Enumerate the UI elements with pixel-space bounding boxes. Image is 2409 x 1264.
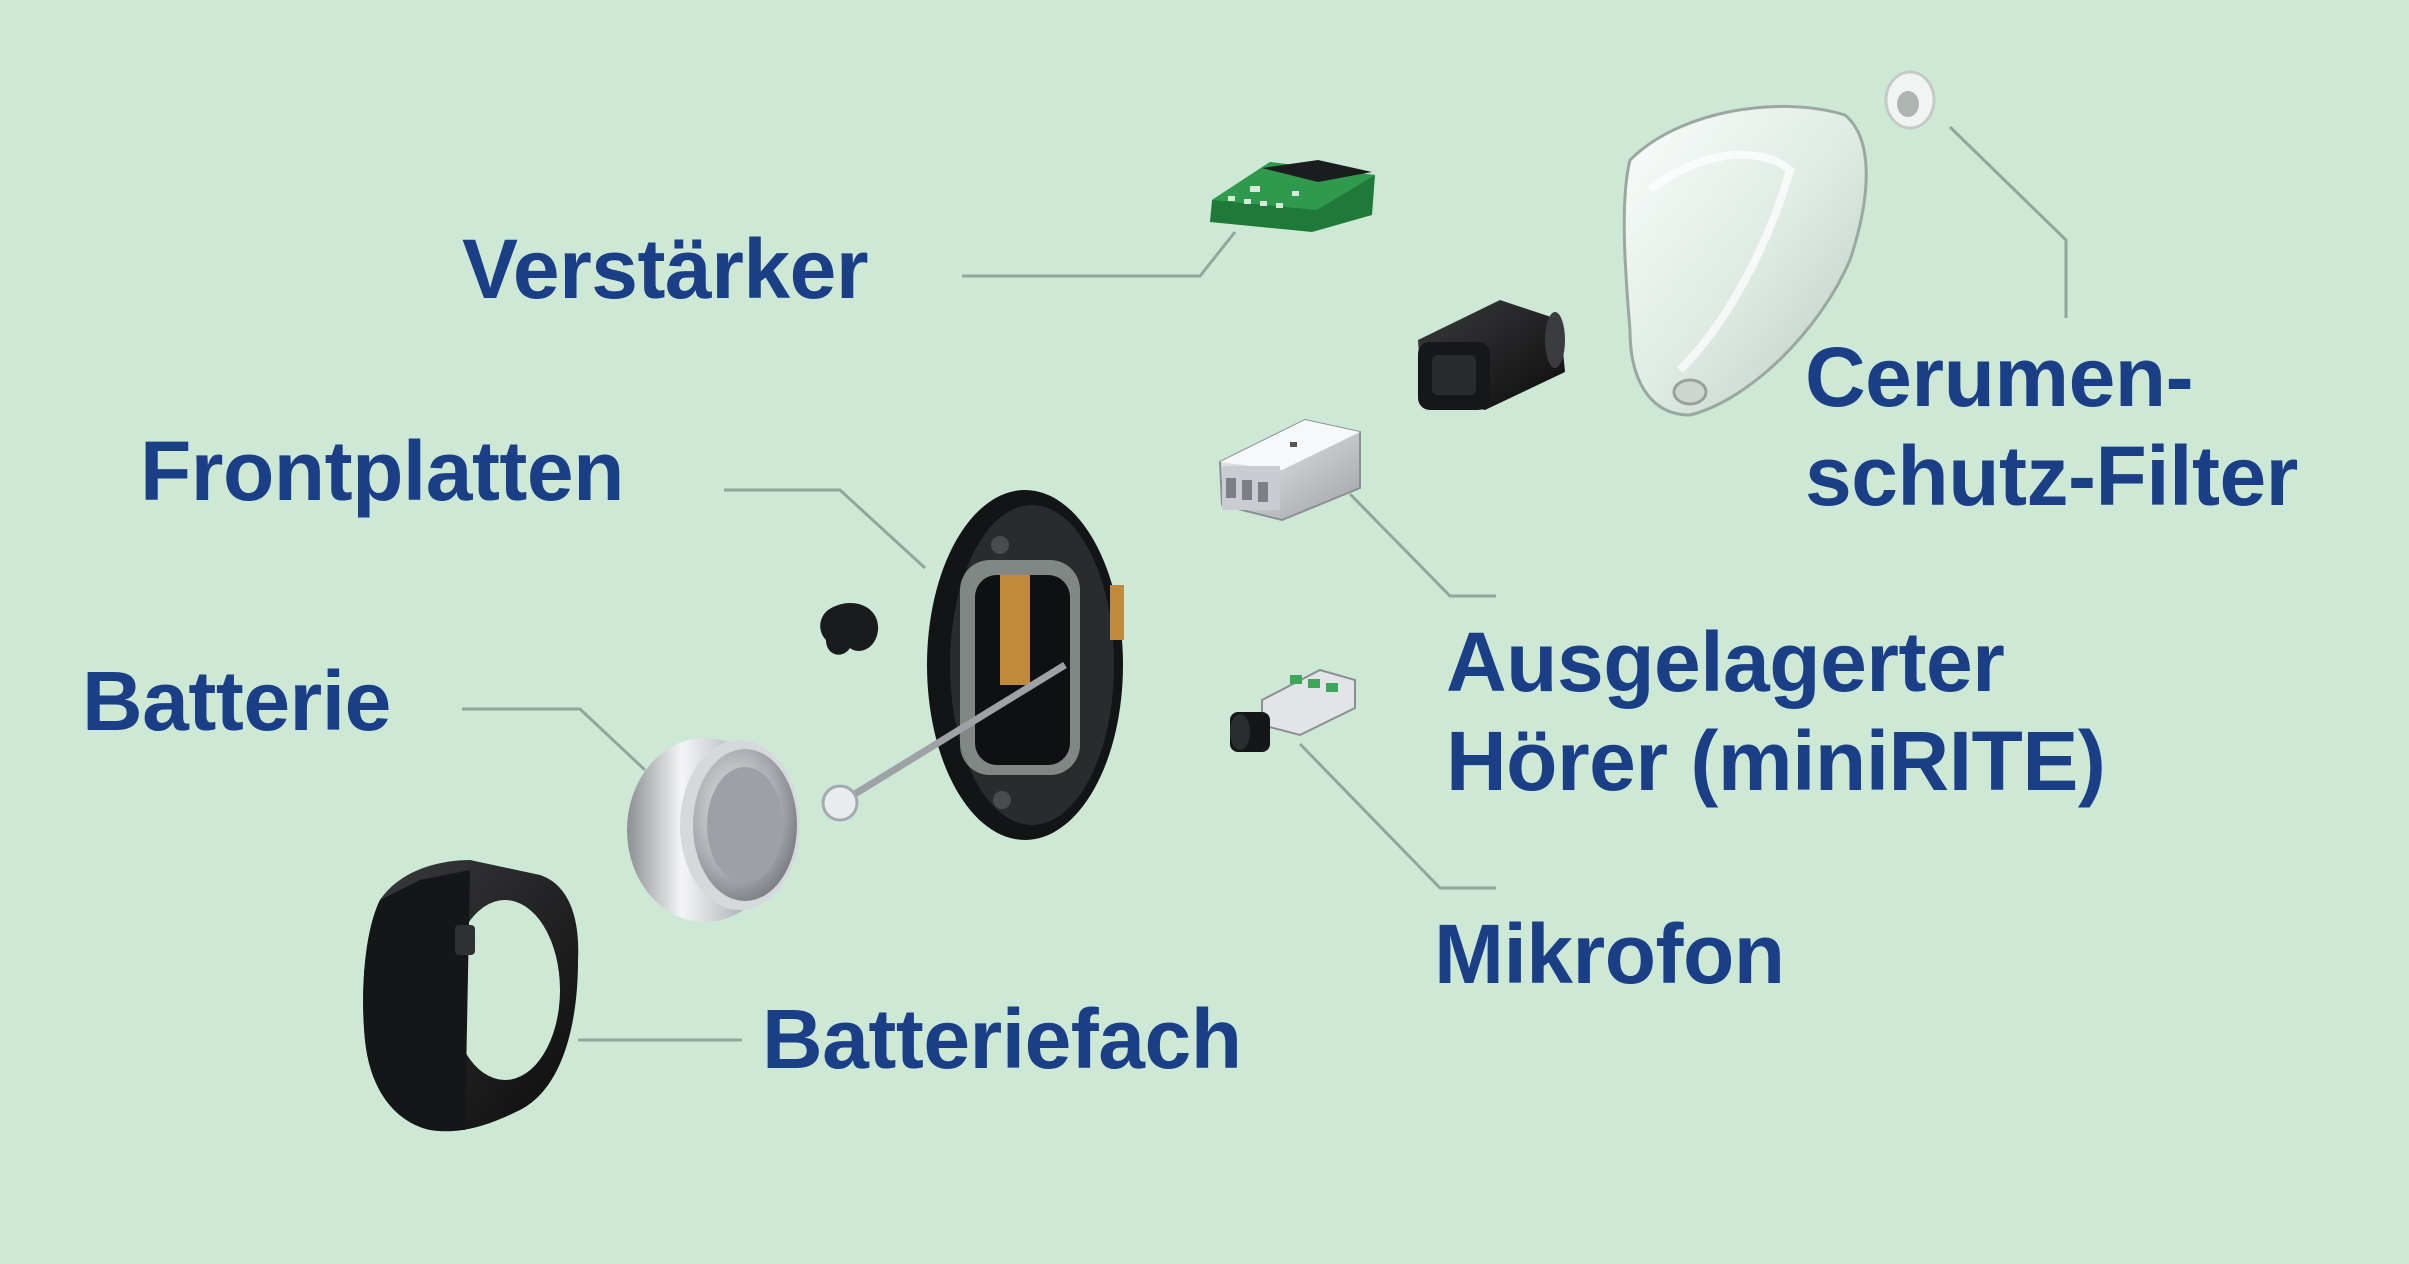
label-mikrofon-text: Mikrofon <box>1434 907 1785 1001</box>
label-batterie-text: Batterie <box>82 654 391 748</box>
battery-icon <box>627 738 800 922</box>
cerumen-filter-icon <box>1884 70 1936 130</box>
leader-line-frontplatten <box>724 488 927 570</box>
microphone-icon <box>1230 668 1356 752</box>
label-batteriefach-text: Batteriefach <box>762 992 1242 1086</box>
clip-icon <box>820 602 879 655</box>
receiver-module-icon <box>1218 418 1361 522</box>
label-batterie: Batterie <box>82 652 391 751</box>
receiver-housing-icon <box>1418 300 1565 410</box>
label-cerumen-filter: Cerumen- schutz-Filter <box>1805 328 2298 526</box>
label-ausgelagerter-hoerer: Ausgelagerter Hörer (miniRITE) <box>1446 613 2106 811</box>
label-mikrofon: Mikrofon <box>1434 905 1785 1004</box>
battery-compartment-icon <box>363 860 579 1132</box>
label-verstaerker-text: Verstärker <box>462 222 869 316</box>
label-cerumen-line1: Cerumen- <box>1805 330 2194 424</box>
leader-line-mikrofon <box>1298 742 1496 890</box>
label-hoerer-line1: Ausgelagerter <box>1446 615 2005 709</box>
label-batteriefach: Batteriefach <box>762 990 1242 1089</box>
leader-line-hoerer <box>1348 492 1496 598</box>
label-verstaerker: Verstärker <box>462 220 869 319</box>
label-cerumen-line2: schutz-Filter <box>1805 429 2298 524</box>
label-frontplatten-text: Frontplatten <box>140 424 624 518</box>
leader-line-batterie <box>462 707 647 772</box>
ear-shell-icon <box>1622 105 1868 417</box>
label-frontplatten: Frontplatten <box>140 422 624 521</box>
faceplate-icon <box>927 490 1124 840</box>
leader-line-verstaerker <box>962 231 1237 278</box>
amplifier-board-icon <box>1210 160 1375 232</box>
wire-icon <box>821 662 1067 822</box>
leader-line-cerumen <box>1948 125 2068 318</box>
label-hoerer-line2: Hörer (miniRITE) <box>1446 714 2106 809</box>
